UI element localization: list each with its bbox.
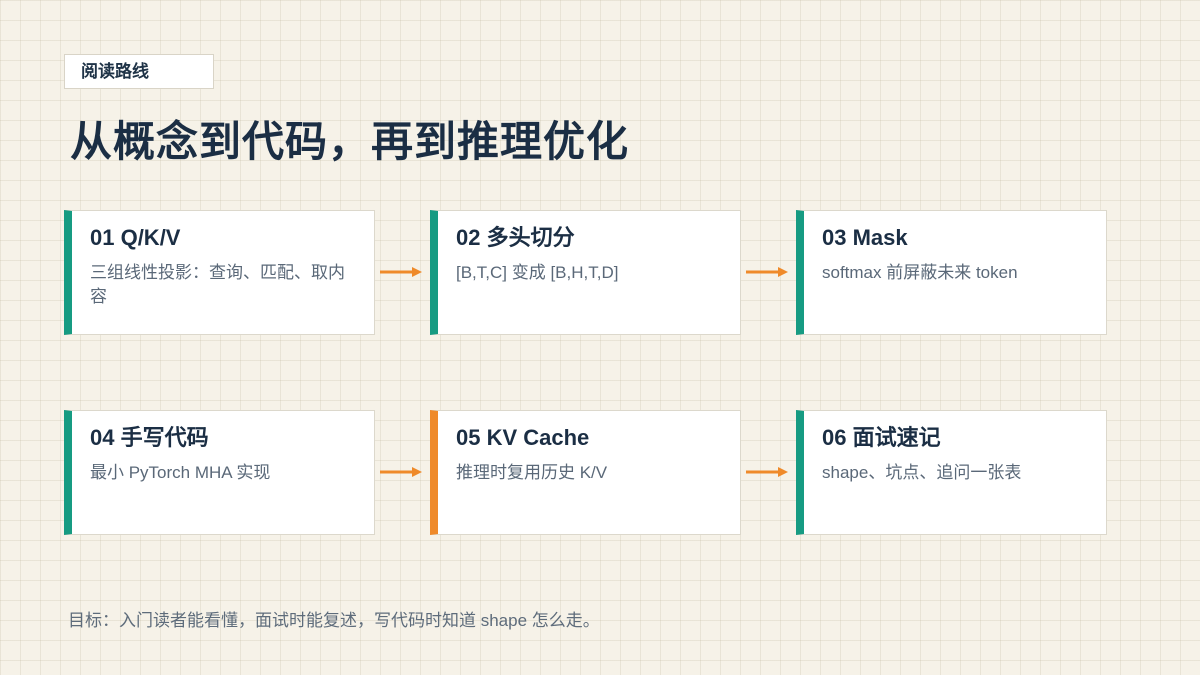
step-title: 01 Q/K/V [90, 225, 181, 250]
step-title: 06 面试速记 [822, 425, 941, 450]
step-description: 推理时复用历史 K/V [456, 463, 608, 482]
step-title: 05 KV Cache [456, 425, 590, 450]
step-card-mask: 03 Mask softmax 前屏蔽未来 token [796, 210, 1107, 335]
arrow-right-icon [746, 467, 788, 477]
footer-note: 目标：入门读者能看懂，面试时能复述，写代码时知道 shape 怎么走。 [68, 611, 600, 630]
step-description: [B,T,C] 变成 [B,H,T,D] [456, 263, 619, 282]
step-title: 03 Mask [822, 225, 908, 250]
step-description: softmax 前屏蔽未来 token [822, 263, 1018, 282]
arrow-right-icon [746, 267, 788, 277]
step-description: shape、坑点、追问一张表 [822, 463, 1022, 482]
arrow-right-icon [380, 467, 422, 477]
step-card-kv-cache: 05 KV Cache 推理时复用历史 K/V [430, 410, 741, 535]
step-title: 04 手写代码 [90, 425, 209, 450]
arrow-right-icon [380, 267, 422, 277]
step-card-multihead: 02 多头切分 [B,T,C] 变成 [B,H,T,D] [430, 210, 741, 335]
step-card-code: 04 手写代码 最小 PyTorch MHA 实现 [64, 410, 375, 535]
step-description: 三组线性投影：查询、匹配、取内容 [90, 263, 345, 306]
step-card-qkv: 01 Q/K/V 三组线性投影：查询、匹配、取内容 [64, 210, 375, 335]
step-title: 02 多头切分 [456, 225, 575, 250]
section-tag: 阅读路线 [64, 54, 214, 89]
page-title: 从概念到代码，再到推理优化 [70, 118, 630, 165]
step-card-interview: 06 面试速记 shape、坑点、追问一张表 [796, 410, 1107, 535]
step-description: 最小 PyTorch MHA 实现 [90, 463, 271, 482]
